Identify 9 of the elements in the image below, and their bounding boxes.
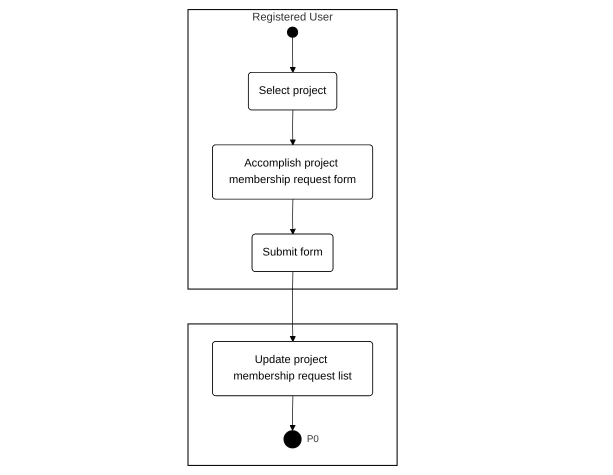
arrow <box>290 199 296 235</box>
node-circle <box>284 430 302 448</box>
node-circle <box>286 26 298 38</box>
node-caption: P0 <box>306 434 319 446</box>
arrow <box>290 37 296 73</box>
arrow <box>290 396 296 431</box>
arrow <box>290 272 296 342</box>
arrow <box>290 110 296 146</box>
cluster <box>187 323 398 466</box>
